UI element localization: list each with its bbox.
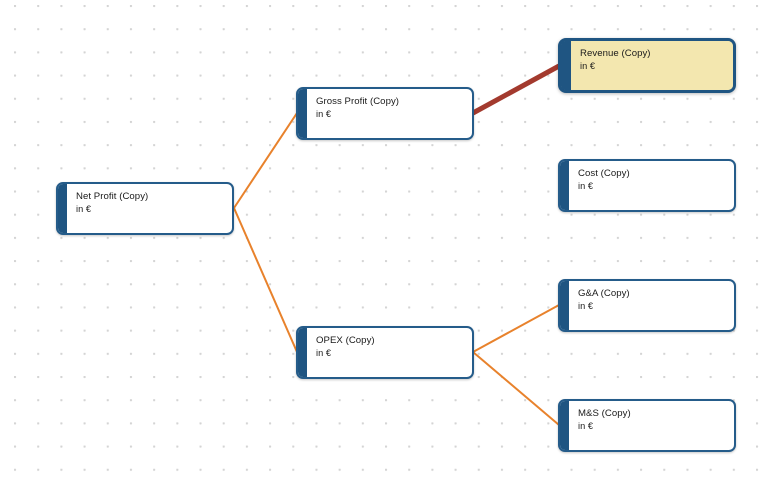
node-body: M&S (Copy) in € bbox=[569, 401, 734, 450]
node-subtitle: in € bbox=[316, 348, 332, 358]
node-gross-profit[interactable]: Gross Profit (Copy) in € bbox=[296, 87, 474, 140]
node-body: G&A (Copy) in € bbox=[569, 281, 734, 330]
connector-opex-to-ga[interactable] bbox=[472, 304, 560, 353]
node-title: Revenue (Copy) bbox=[580, 48, 651, 59]
node-net-profit[interactable]: Net Profit (Copy) in € bbox=[56, 182, 234, 235]
node-accent-bar bbox=[561, 41, 571, 90]
node-opex[interactable]: OPEX (Copy) in € bbox=[296, 326, 474, 379]
node-title: Gross Profit (Copy) bbox=[316, 96, 400, 107]
node-title: OPEX (Copy) bbox=[316, 335, 375, 346]
node-subtitle: in € bbox=[316, 109, 332, 119]
node-accent-bar bbox=[560, 161, 569, 210]
node-subtitle: in € bbox=[580, 61, 596, 71]
node-body: OPEX (Copy) in € bbox=[307, 328, 472, 377]
node-body: Revenue (Copy) in € bbox=[571, 41, 733, 90]
node-cost[interactable]: Cost (Copy) in € bbox=[558, 159, 736, 212]
node-accent-bar bbox=[298, 89, 307, 138]
node-subtitle: in € bbox=[578, 181, 594, 191]
connector-opex-to-ms[interactable] bbox=[472, 351, 560, 426]
node-subtitle: in € bbox=[578, 301, 594, 311]
node-ms[interactable]: M&S (Copy) in € bbox=[558, 399, 736, 452]
node-title: Net Profit (Copy) bbox=[76, 191, 149, 202]
connector-gross-profit-to-revenue[interactable] bbox=[471, 63, 561, 116]
node-body: Net Profit (Copy) in € bbox=[67, 184, 232, 233]
connector-net-profit-to-opex[interactable] bbox=[233, 207, 298, 353]
node-revenue[interactable]: Revenue (Copy) in € bbox=[558, 38, 736, 93]
node-subtitle: in € bbox=[578, 421, 594, 431]
node-body: Gross Profit (Copy) in € bbox=[307, 89, 472, 138]
node-title: G&A (Copy) bbox=[578, 288, 630, 299]
node-accent-bar bbox=[560, 281, 569, 330]
connector-net-profit-to-gross-profit[interactable] bbox=[233, 112, 298, 209]
node-accent-bar bbox=[298, 328, 307, 377]
node-ga[interactable]: G&A (Copy) in € bbox=[558, 279, 736, 332]
node-subtitle: in € bbox=[76, 204, 92, 214]
node-body: Cost (Copy) in € bbox=[569, 161, 734, 210]
node-accent-bar bbox=[58, 184, 67, 233]
node-title: Cost (Copy) bbox=[578, 168, 630, 179]
node-accent-bar bbox=[560, 401, 569, 450]
node-title: M&S (Copy) bbox=[578, 408, 631, 419]
